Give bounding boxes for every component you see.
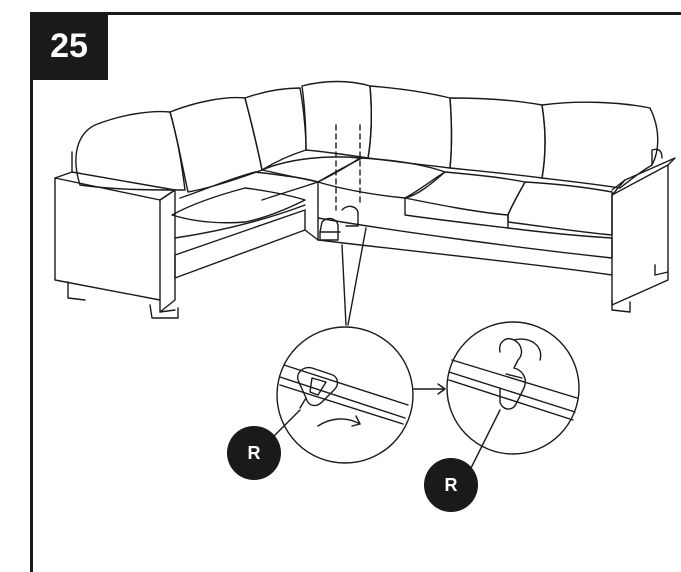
clip-after bbox=[499, 338, 526, 410]
left-arm bbox=[54, 177, 161, 301]
seat-cushion-corner bbox=[261, 156, 361, 183]
instruction-frame bbox=[30, 12, 681, 572]
base-front-right bbox=[317, 199, 613, 259]
right-arm bbox=[611, 164, 669, 306]
back-cushion-right-2 bbox=[367, 85, 453, 169]
seat-cushion-right-3 bbox=[507, 181, 613, 236]
part-label-r-left: R bbox=[227, 426, 281, 480]
part-label-r-right: R bbox=[424, 458, 478, 512]
step-number-badge: 25 bbox=[30, 12, 108, 80]
back-cushion-right-4 bbox=[541, 101, 659, 189]
clip-before bbox=[297, 366, 339, 407]
sectional-sofa bbox=[54, 80, 676, 326]
seat-cushion-right-2 bbox=[404, 171, 526, 216]
detail-circle-after bbox=[446, 321, 580, 481]
seat-cushion-left-b bbox=[179, 171, 319, 201]
back-cushion-right-3 bbox=[449, 97, 546, 179]
seat-cushion-left-a bbox=[171, 187, 306, 224]
sofa-connector-clip-2 bbox=[341, 205, 359, 227]
detail-circle-before bbox=[269, 326, 414, 464]
transition-arrow bbox=[413, 383, 446, 395]
seat-cushion-right-1 bbox=[317, 157, 446, 199]
sofa-connector-clip-1 bbox=[319, 217, 339, 241]
back-cushion-left-3 bbox=[244, 87, 307, 171]
back-cushion-left-1 bbox=[75, 110, 186, 191]
rotation-arrow bbox=[317, 418, 361, 427]
